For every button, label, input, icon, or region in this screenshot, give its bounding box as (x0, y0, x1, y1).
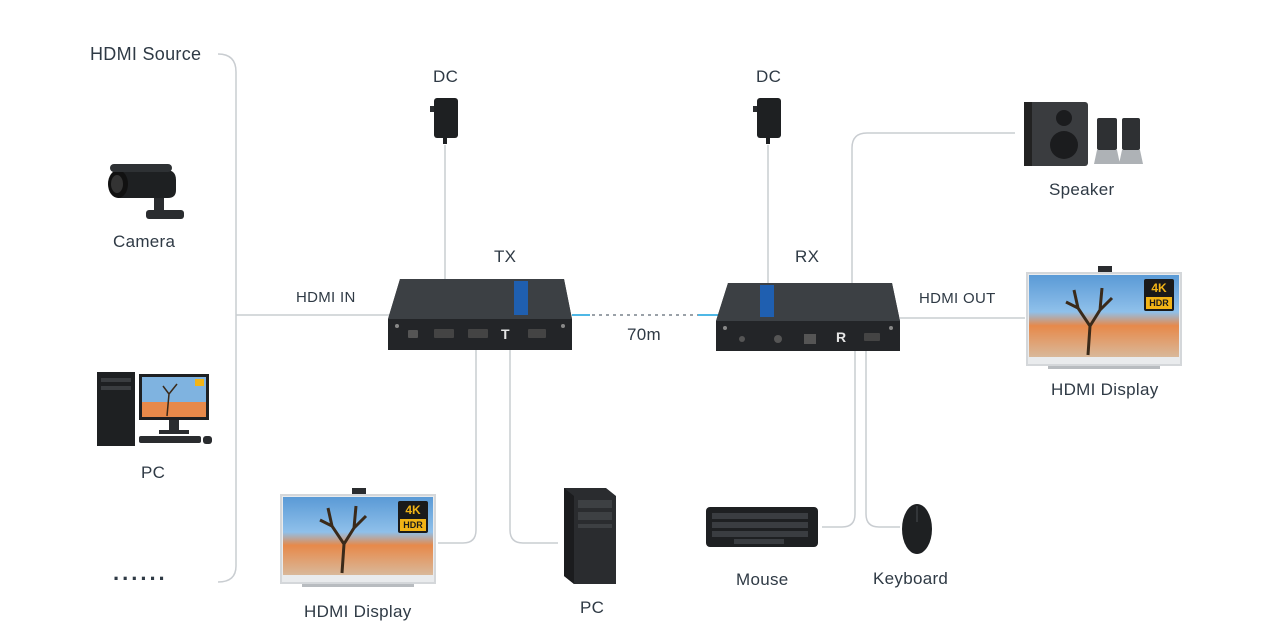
rx-label: RX (795, 247, 820, 266)
hdmi-source-label: HDMI Source (90, 44, 202, 64)
tx-letter-mark: T (501, 326, 510, 342)
hdmi-out-label: HDMI OUT (919, 290, 996, 307)
tx-transmitter-device: T (388, 279, 572, 350)
4k-badge: 4K (1151, 281, 1167, 295)
mouse-icon (902, 504, 932, 554)
pc-bottom-label: PC (580, 598, 605, 617)
distance-label: 70m (627, 325, 661, 344)
pc-left-label: PC (141, 463, 166, 482)
hdmi-display-bottom-label: HDMI Display (304, 602, 412, 621)
keyboard-label: Keyboard (873, 569, 949, 588)
tx-pc-line (509, 340, 558, 544)
tx-display-line (438, 340, 477, 544)
hdmi-display-right: 4K HDR (1026, 266, 1182, 370)
tree-illustration (1065, 287, 1114, 356)
rx-receiver-device: R (716, 283, 900, 351)
rx-keyboard-line (865, 350, 900, 528)
hdr-badge: HDR (400, 519, 426, 531)
desktop-pc-icon (97, 372, 212, 446)
dc-rx-label: DC (756, 67, 782, 86)
4k-badge: 4K (405, 503, 421, 517)
rx-letter-mark: R (836, 329, 847, 345)
speaker-icon (1024, 102, 1143, 166)
pc-tower-icon (564, 488, 616, 584)
tree-illustration (319, 505, 368, 574)
tx-label: TX (494, 247, 517, 266)
hdmi-display-right-label: HDMI Display (1051, 380, 1159, 399)
more-sources-dots: ...... (113, 560, 168, 585)
keyboard-icon (706, 507, 818, 547)
hdr-badge: HDR (1146, 297, 1172, 309)
dc-adapter-rx-icon (753, 98, 781, 144)
mouse-label: Mouse (736, 570, 789, 589)
dc-adapter-tx-icon (430, 98, 458, 144)
rx-speaker-line (851, 132, 1015, 283)
source-bracket-line (217, 53, 237, 583)
speaker-label: Speaker (1049, 180, 1115, 199)
camera-icon (108, 164, 184, 219)
dc-tx-label: DC (433, 67, 459, 86)
hdmi-in-label: HDMI IN (296, 289, 356, 306)
camera-label: Camera (113, 232, 176, 251)
hdmi-display-bottom: 4K HDR (280, 488, 436, 588)
rx-mouse-line (822, 350, 856, 528)
